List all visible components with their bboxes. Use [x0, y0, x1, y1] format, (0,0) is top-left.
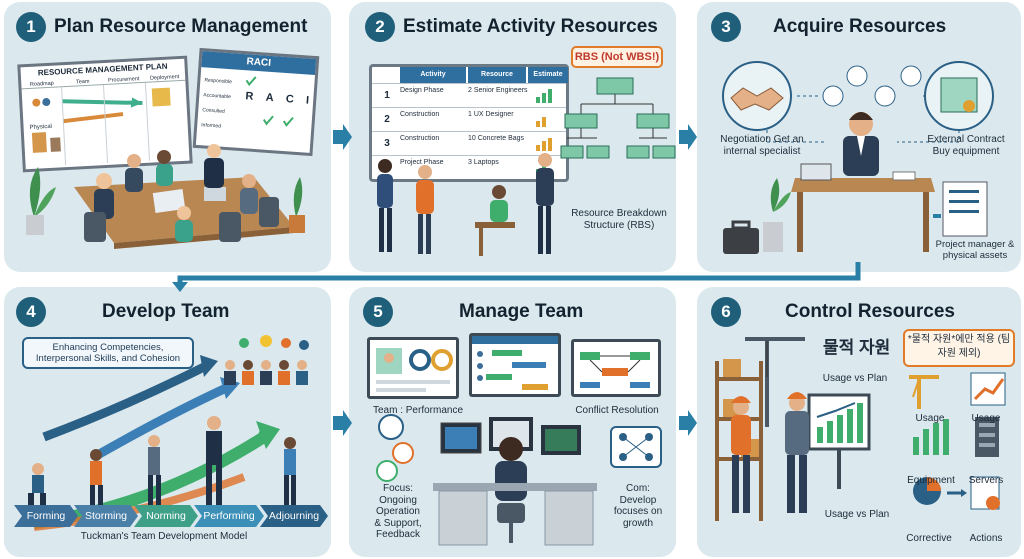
row-number: 2: [384, 114, 390, 125]
board-row-label: Physical: [29, 123, 53, 131]
gantt-screen: [469, 333, 561, 397]
arrow-2-to-3: [679, 124, 697, 150]
table-row: 3 Construction 10 Concrete Bags: [372, 131, 566, 155]
external-contract-caption: External Contract Buy equipment: [927, 134, 1005, 157]
meeting-scene: [26, 144, 305, 249]
conflict-resolution-label: Conflict Resolution: [575, 405, 659, 416]
panel-title: Develop Team: [102, 301, 230, 322]
icon-label: Usage: [915, 413, 945, 424]
row-resource: 3 Laptops: [468, 159, 499, 166]
negotiation-caption: Negotiation Get an internal specialist: [720, 134, 804, 157]
step-number: 2: [365, 12, 395, 42]
panel-title: Acquire Resources: [773, 16, 947, 37]
rbs-tree-diagram: [560, 77, 676, 159]
step-number: 3: [711, 12, 741, 42]
panel-estimate-activity-resources: 2 Estimate Activity Resources RBS (Not W…: [349, 2, 676, 272]
table-header: Resource: [468, 67, 526, 83]
usage-vs-plan-top: Usage vs Plan: [822, 373, 888, 384]
icon-label: Equipment: [907, 475, 955, 486]
table-header: Estimate: [528, 67, 568, 83]
usage-vs-plan-bottom: Usage vs Plan: [824, 509, 890, 520]
panel-title: Control Resources: [785, 301, 955, 322]
workstation-illustration: [376, 414, 662, 546]
icon-label: Corrective: [906, 533, 952, 544]
tuckman-stages: Forming Storming Norming Performing Adjo…: [14, 505, 320, 527]
table-header: Activity: [400, 67, 466, 83]
conflict-graphic: [580, 352, 650, 388]
raci-title: RACI: [201, 51, 317, 76]
stage-performing: Performing: [194, 505, 264, 527]
gantt-graphic: [472, 336, 558, 390]
panel-manage-team: 5 Manage Team Team : Performance Conflic…: [349, 287, 676, 557]
focus-caption: Focus: Ongoing Operation & Support, Feed…: [374, 483, 422, 540]
performance-graphic: [376, 348, 453, 392]
icon-label: Servers: [968, 475, 1004, 486]
panel-title: Estimate Activity Resources: [403, 16, 658, 37]
panel-control-resources: 6 Control Resources 물적 자원 *물적 자원*에만 적용 (…: [697, 287, 1021, 557]
stage-norming: Norming: [134, 505, 198, 527]
panel-acquire-resources: 3 Acquire Resources Negotiation Get an i…: [697, 2, 1021, 272]
panel-develop-team: 4 Develop Team Enhancing Competencies, I…: [4, 287, 331, 557]
com-caption: Com: Develop focuses on growth: [613, 483, 663, 529]
table-row: 2 Construction 1 UX Designer: [372, 107, 566, 131]
raci-row: Informed: [201, 122, 222, 130]
project-manager-caption: Project manager & physical assets: [935, 239, 1015, 261]
develop-callout: Enhancing Competencies, Interpersonal Sk…: [22, 337, 194, 369]
conflict-screen: [571, 339, 661, 397]
resource-plan-board: RESOURCE MANAGEMENT PLAN Roadmap Team Pr…: [17, 55, 193, 173]
row-activity: Design Phase: [400, 87, 444, 94]
tuckman-caption: Tuckman's Team Development Model: [80, 531, 248, 542]
panel-title: Manage Team: [459, 301, 584, 322]
raci-checkmarks: [245, 76, 294, 127]
stage-storming: Storming: [74, 505, 138, 527]
row-resource: 10 Concrete Bags: [468, 135, 525, 142]
row-resource: 1 UX Designer: [468, 111, 514, 118]
rbs-caption: Resource Breakdown Structure (RBS): [571, 208, 667, 231]
warehouse-illustration: [715, 337, 871, 521]
row-number: 3: [384, 138, 390, 149]
table-row: 1 Design Phase 2 Senior Engineers: [372, 83, 566, 107]
team-performance-label: Team : Performance: [372, 405, 464, 416]
panel-title: Plan Resource Management: [54, 16, 308, 37]
resource-icons-grid: [909, 372, 1006, 510]
team-people-illustration: [377, 153, 554, 256]
raci-chart: RACI Responsible Accountable Consulted I…: [192, 47, 320, 157]
stage-forming: Forming: [14, 505, 78, 527]
board-graphics: [31, 82, 171, 166]
rbs-not-wbs-tag: RBS (Not WBS!): [571, 46, 663, 68]
panel-plan-resource-management: 1 Plan Resource Management RESOURCE MANA…: [4, 2, 331, 272]
activity-resource-table: Activity Resource Estimate 1 Design Phas…: [369, 64, 569, 182]
korean-note-tag: *물적 자원*에만 적용 (팀 자원 제외): [903, 329, 1015, 367]
icon-label: Usage: [971, 413, 1001, 424]
step-number: 4: [16, 297, 46, 327]
step-number: 6: [711, 297, 741, 327]
row-activity: Construction: [400, 111, 440, 118]
acquire-illustration: [722, 61, 994, 254]
korean-title: 물적 자원: [823, 338, 891, 357]
step-number: 5: [363, 297, 393, 327]
stage-adjourning: Adjourning: [260, 505, 328, 527]
row-number: 1: [384, 90, 390, 101]
row-activity: Project Phase: [400, 159, 444, 166]
row-activity: Construction: [400, 135, 440, 142]
step-number: 1: [16, 12, 46, 42]
arrow-5-to-6: [679, 410, 697, 436]
performance-screen: [367, 337, 459, 399]
row-resource: 2 Senior Engineers: [468, 87, 528, 94]
icon-label: Actions: [969, 533, 1003, 544]
